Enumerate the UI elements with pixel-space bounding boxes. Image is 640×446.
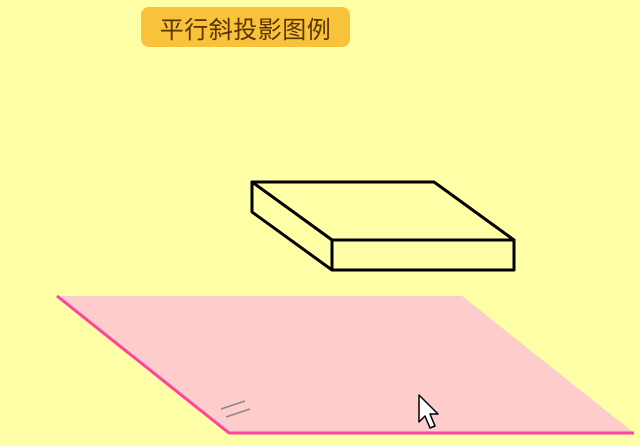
projection-plane-edge — [56, 294, 634, 435]
projection-plane — [57, 296, 634, 433]
plane-marker-strokes — [220, 400, 251, 418]
slab-box — [250, 180, 516, 272]
slab-front-face — [330, 238, 516, 272]
slab-left-face — [250, 180, 334, 272]
diagram-title: 平行斜投影图例 — [141, 7, 350, 47]
mouse-cursor-icon — [418, 394, 439, 429]
